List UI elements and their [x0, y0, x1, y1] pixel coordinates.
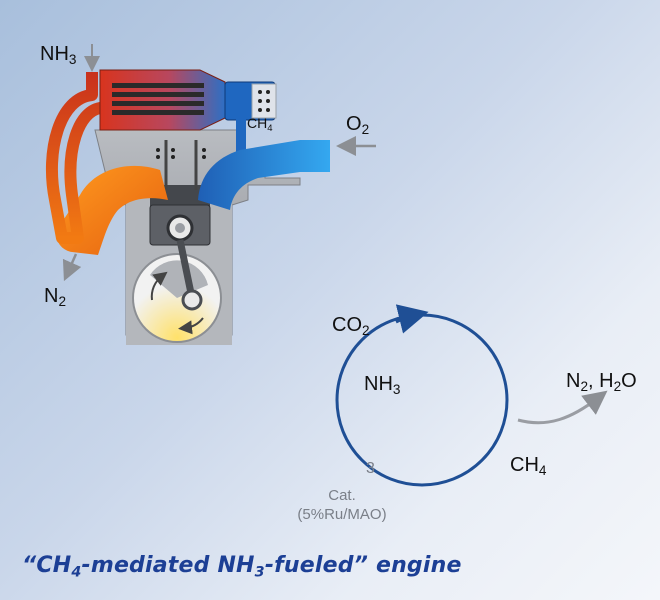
engine-nh3-label: NH3: [40, 43, 77, 68]
heat-exchanger-icon: [99, 69, 226, 131]
products-arrow: [517, 390, 608, 425]
intake-manifold: [198, 140, 330, 210]
catalyst-label-line2: (5%Ru/MAO): [297, 505, 387, 523]
catalyst-label: Cat. (5%Ru/MAO): [292, 487, 392, 525]
catalyst-label-line1: Cat.: [328, 487, 356, 504]
figure-caption: “CH4-mediated NH3-fueled” engine: [22, 553, 462, 581]
engine-n2-label: N2: [44, 285, 67, 310]
cycle-ch4-label: CH4: [510, 454, 547, 479]
engine-o2-label: O2: [346, 113, 370, 138]
engine-ch4-label: CH4: [247, 115, 273, 134]
products-label: N2, H2O: [566, 370, 637, 395]
cycle-co2-label: CO2: [332, 314, 370, 339]
exhaust-manifold: [56, 165, 168, 255]
catalytic-cycle: [335, 313, 509, 487]
ch4-reformer: [224, 81, 277, 154]
cycle-step-number: 3: [366, 460, 375, 477]
cycle-arrow-icon: [395, 304, 429, 334]
nh3-feed-pipe: [46, 72, 118, 244]
cycle-nh3-label: NH3: [364, 373, 401, 398]
n2-outlet-arrow: [62, 253, 82, 282]
